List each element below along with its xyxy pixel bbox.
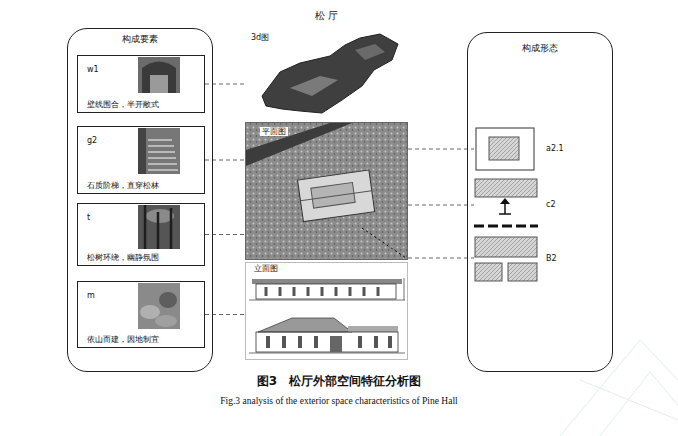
image-label: 3d图 xyxy=(251,33,269,42)
plan-path xyxy=(362,228,406,258)
model-3d xyxy=(262,34,398,113)
elevation-windows xyxy=(266,287,378,296)
form-panel: 构成形态 a2.1 c2B2 xyxy=(467,32,613,372)
form-block xyxy=(475,179,537,197)
element-box: g2 石质阶梯，直穿松林 xyxy=(77,126,205,194)
form-code: B2 xyxy=(546,254,557,263)
elevation-roof xyxy=(252,279,402,284)
element-description: 依山而建，因地制宜 xyxy=(87,335,159,344)
photo-detail xyxy=(150,75,168,93)
form-arrow-base xyxy=(499,213,511,215)
element-box: w1 壁线围合，半开敞式 xyxy=(77,55,205,113)
element-description: 松树环绕，幽静氛围 xyxy=(87,253,159,262)
component-panel: 构成要素 w1 壁线围合，半开敞式 g2 石质阶梯，直穿松林 t 松树环绕，幽静氛围 m 依山而… xyxy=(67,28,213,372)
figure-caption-en: Fig.3 analysis of the exterior space cha… xyxy=(0,396,678,407)
dashed-connector xyxy=(408,258,474,259)
element-box: t 松树环绕，幽静氛围 xyxy=(77,203,205,266)
panel-heading: 构成形态 xyxy=(522,43,558,53)
photo-rock xyxy=(140,305,160,319)
form-item: a2.1 xyxy=(474,126,578,172)
photo-detail xyxy=(138,128,146,174)
form-code: a2.1 xyxy=(546,144,564,153)
panel-heading: 构成要素 xyxy=(122,34,158,44)
form-block xyxy=(508,263,537,281)
image-panel: 立面图 xyxy=(245,262,408,360)
dashed-connector xyxy=(205,234,245,235)
model-roof xyxy=(290,76,338,96)
dashed-connector xyxy=(408,205,474,206)
form-block xyxy=(475,263,502,281)
elevation-ground xyxy=(249,278,405,300)
center-column: 松 厅 3d图平面图立面图 xyxy=(243,6,410,362)
element-code: t xyxy=(87,213,90,222)
form-arrowhead xyxy=(500,198,510,204)
site-plan xyxy=(246,123,407,259)
element-code: w1 xyxy=(87,65,99,74)
plan-roof-line xyxy=(300,191,371,201)
photo xyxy=(138,128,180,174)
photo xyxy=(138,57,180,93)
element-description: 石质阶梯，直穿松林 xyxy=(87,181,159,190)
plan-hall xyxy=(311,182,355,208)
photo-rock xyxy=(155,315,177,327)
column-title: 松 厅 xyxy=(315,10,338,22)
figure-caption: 图3 松厅外部空间特征分析图 xyxy=(0,375,678,389)
plan-road xyxy=(246,123,352,166)
element-code: g2 xyxy=(87,136,97,145)
image-panel: 平面图 xyxy=(245,122,408,260)
element-code: m xyxy=(87,291,95,300)
photo xyxy=(138,205,180,249)
photo-trees xyxy=(145,205,171,249)
elevation-wall xyxy=(256,332,398,352)
plan-building xyxy=(298,170,375,222)
form-item: B2 xyxy=(474,235,578,283)
elevation-door xyxy=(330,336,342,352)
image-panel: 3d图 xyxy=(245,28,408,120)
photo xyxy=(138,283,180,329)
watermark-line xyxy=(560,340,678,436)
form-frame xyxy=(476,128,534,170)
image-label: 立面图 xyxy=(254,264,278,273)
form-code: c2 xyxy=(546,200,556,209)
photo-stairs xyxy=(148,140,178,170)
watermark xyxy=(560,340,678,436)
elevation-roof xyxy=(348,326,398,332)
photo-rock xyxy=(159,292,177,308)
dashed-connector xyxy=(205,314,245,315)
elevation-roof xyxy=(258,318,352,332)
element-description: 壁线围合，半开敞式 xyxy=(87,100,159,109)
watermark-line xyxy=(580,380,678,420)
elevation-windows xyxy=(268,336,390,348)
elevation-ground xyxy=(249,353,405,354)
form-item: c2 xyxy=(474,177,578,233)
dashed-connector xyxy=(205,84,245,85)
image-label: 平面图 xyxy=(260,127,288,136)
photo-arch xyxy=(142,62,176,94)
form-block xyxy=(489,137,519,160)
element-box: m 依山而建，因地制宜 xyxy=(77,281,205,348)
form-arrow xyxy=(504,203,506,214)
dashed-connector xyxy=(205,160,245,161)
elevation-wall xyxy=(256,284,396,299)
form-ground xyxy=(474,225,538,228)
model-detail xyxy=(355,44,385,60)
form-block xyxy=(475,237,537,257)
dashed-connector xyxy=(408,149,474,150)
